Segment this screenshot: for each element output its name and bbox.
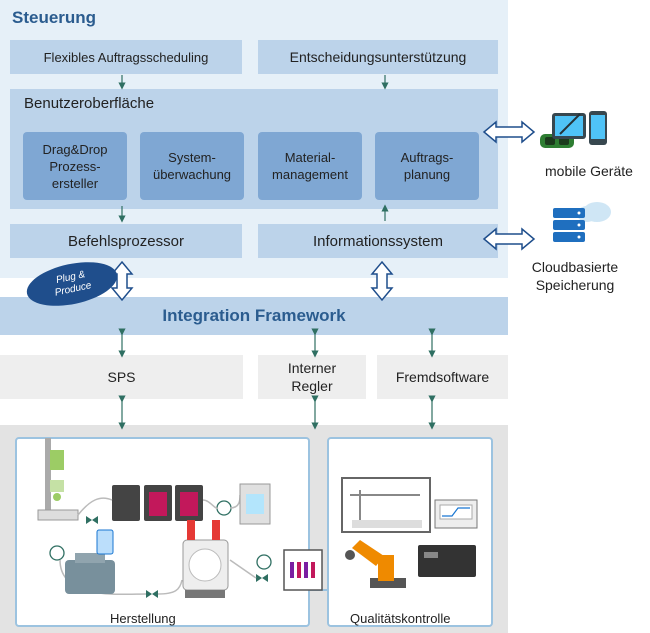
steuerung-title: Steuerung xyxy=(12,8,97,27)
herstellung-label: Herstellung xyxy=(110,611,176,626)
smartphone-icon xyxy=(589,111,607,145)
module-systemueberwachung: System- überwachung xyxy=(140,132,244,200)
informationssystem-box: Informationssystem xyxy=(258,224,498,258)
sps-box: SPS xyxy=(0,355,243,399)
tablet-icon xyxy=(552,113,586,139)
herstellung-box xyxy=(15,437,310,627)
flexibles-auftragsscheduling-box: Flexibles Auftragsscheduling xyxy=(10,40,242,74)
database-cloud-icon xyxy=(553,202,611,242)
interner-regler-box: Interner Regler xyxy=(258,355,366,399)
cloud-speicherung-label: Cloudbasierte Speicherung xyxy=(531,259,619,293)
module-dragdrop-prozessersteller: Drag&Drop Prozess- ersteller xyxy=(23,132,127,200)
module-auftragsplanung: Auftrags- planung xyxy=(375,132,479,200)
qualitaetskontrolle-label: Qualitätskontrolle xyxy=(350,611,451,626)
integration-framework-bar: Integration Framework xyxy=(0,297,508,335)
fremdsoftware-box: Fremdsoftware xyxy=(377,355,508,399)
qualitaetskontrolle-box xyxy=(327,437,493,627)
entscheidungsunterstuetzung-box: Entscheidungsunterstützung xyxy=(258,40,498,74)
module-materialmanagement: Material- management xyxy=(258,132,362,200)
benutzeroberflaeche-title: Benutzeroberfläche xyxy=(24,95,155,112)
vr-glasses-icon xyxy=(540,134,574,148)
befehlsprozessor-box: Befehlsprozessor xyxy=(10,224,242,258)
mobile-geraete-label: mobile Geräte xyxy=(545,163,633,179)
